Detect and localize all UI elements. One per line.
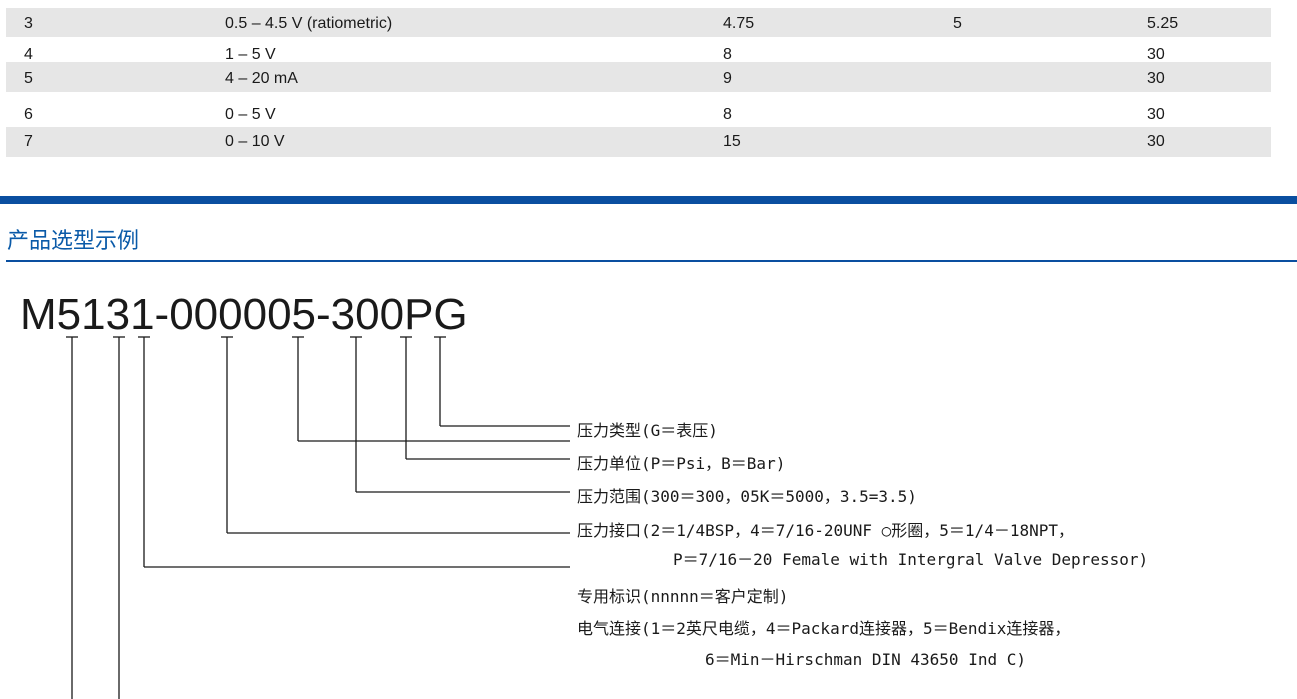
max-cell: 30 — [1147, 70, 1165, 87]
output-cell: 1 – 5 V — [225, 46, 276, 63]
min-cell: 9 — [723, 70, 732, 87]
min-cell: 15 — [723, 133, 741, 150]
table-row: 7 0 – 10 V 15 30 — [6, 127, 1271, 157]
legend-pressure-port-line1: 压力接口(2＝1/4BSP，4＝7/16-20UNF ○形圈，5＝1/4－18N… — [577, 521, 1074, 540]
output-cell: 0 – 5 V — [225, 106, 276, 123]
legend-electrical-line1: 电气连接(1＝2英尺电缆，4＝Packard连接器，5＝Bendix连接器， — [577, 619, 1071, 638]
min-cell: 8 — [723, 46, 732, 63]
model-code: M5131-000005-300PG — [20, 290, 468, 339]
legend-pressure-range: 压力范围(300＝300，05K＝5000，3.5=3.5) — [577, 487, 917, 506]
max-cell: 30 — [1147, 46, 1165, 63]
code-cell: 3 — [24, 15, 33, 32]
table-row: 3 0.5 – 4.5 V (ratiometric) 4.75 5 5.25 — [6, 8, 1271, 37]
table-row: 4 1 – 5 V 8 30 — [6, 37, 1271, 63]
min-cell: 8 — [723, 106, 732, 123]
output-cell: 4 – 20 mA — [225, 70, 298, 87]
section-divider-bar — [0, 196, 1297, 204]
table-row: 5 4 – 20 mA 9 30 — [6, 62, 1271, 92]
legend-custom-id: 专用标识(nnnnn＝客户定制) — [577, 587, 789, 606]
legend-pressure-type: 压力类型(G＝表压) — [577, 421, 718, 440]
legend-electrical-line2: 6＝Min－Hirschman DIN 43650 Ind C) — [705, 650, 1026, 669]
code-cell: 5 — [24, 70, 33, 87]
max-cell: 30 — [1147, 133, 1165, 150]
code-cell: 6 — [24, 106, 33, 123]
max-cell: 5.25 — [1147, 15, 1179, 32]
typ-cell: 5 — [953, 15, 962, 32]
table-row: 6 0 – 5 V 8 30 — [6, 92, 1271, 127]
output-cell: 0.5 – 4.5 V (ratiometric) — [225, 15, 393, 32]
output-cell: 0 – 10 V — [225, 133, 285, 150]
legend-pressure-port-line2: P＝7/16－20 Female with Intergral Valve De… — [673, 550, 1149, 569]
section-underline — [6, 260, 1297, 262]
section-title: 产品选型示例 — [7, 229, 140, 254]
min-cell: 4.75 — [723, 15, 755, 32]
max-cell: 30 — [1147, 106, 1165, 123]
code-cell: 7 — [24, 133, 33, 150]
code-cell: 4 — [24, 46, 33, 63]
legend-pressure-unit: 压力单位(P＝Psi，B＝Bar) — [577, 454, 786, 473]
